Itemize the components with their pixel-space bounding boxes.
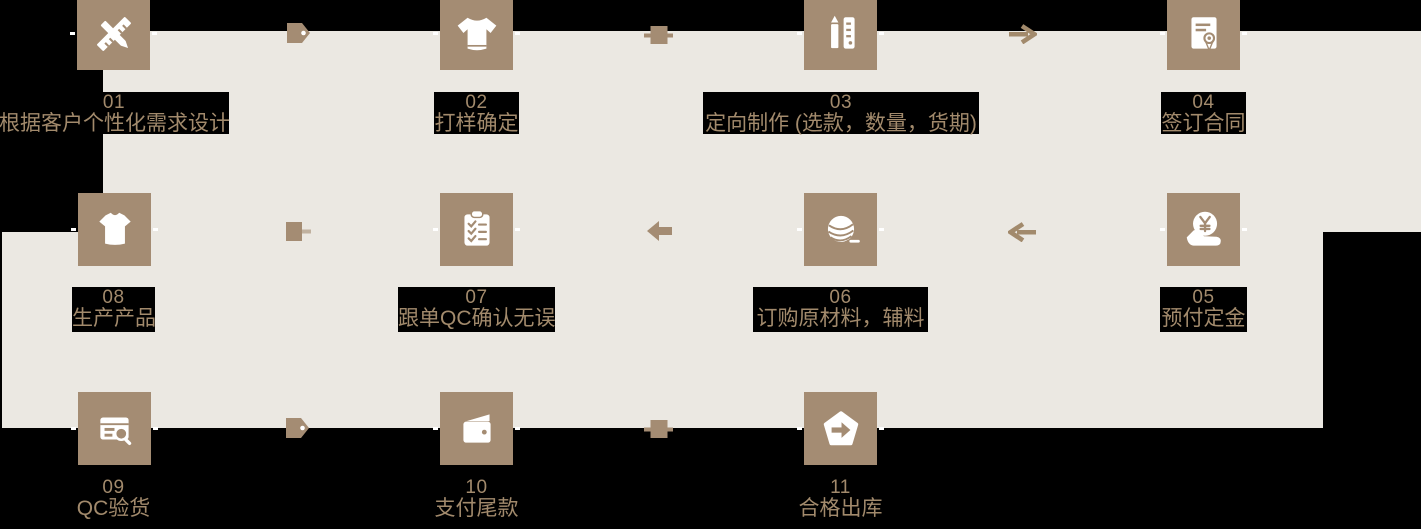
arrow-05-06 <box>1008 222 1036 242</box>
connector-dash <box>70 32 75 35</box>
block-arrow-left-icon <box>286 222 311 241</box>
connector-dash <box>152 32 157 35</box>
arrow-07-08 <box>286 222 311 241</box>
step-label: 订购原材料，辅料 <box>756 307 925 330</box>
step-label: 预付定金 <box>1161 307 1246 330</box>
step-10-tile <box>433 392 520 465</box>
connector-dash <box>153 228 158 231</box>
connector-dash <box>879 32 884 35</box>
connector-dash <box>879 228 884 231</box>
arrow-03-04 <box>1009 24 1037 44</box>
tag-arrow-right-icon <box>287 23 310 43</box>
step-label: 定向制作 (选款，数量，货期) <box>705 112 977 135</box>
arrow-06-07 <box>647 221 673 241</box>
thin-arrow-left-icon <box>1008 222 1036 242</box>
connector-dash <box>515 228 520 231</box>
step-11-tile <box>797 392 884 465</box>
inspection-machine-icon <box>99 417 131 445</box>
connector-dash <box>71 228 76 231</box>
connector-dash <box>433 228 438 231</box>
step-number: 07 <box>465 287 488 308</box>
connector-dash <box>1160 228 1165 231</box>
arrow-09-10 <box>286 417 310 439</box>
sweater-icon <box>457 17 496 50</box>
connector-dash <box>879 427 884 430</box>
connector-dash <box>433 32 438 35</box>
step-02-caption: 02 打样确定 <box>434 92 519 135</box>
step-07-tile <box>433 193 520 266</box>
step-09-tile <box>71 392 158 465</box>
step-03-tile <box>797 0 884 70</box>
step-number: 03 <box>829 92 853 113</box>
tshirt-icon <box>98 212 131 245</box>
connector-dash <box>1160 32 1165 35</box>
connector-dash <box>1242 228 1247 231</box>
step-01-caption: 01 根据客户个性化需求设计 <box>0 92 230 135</box>
step-label: 根据客户个性化需求设计 <box>0 112 230 135</box>
step-number: 05 <box>1192 287 1215 308</box>
knob-arrow-right-icon <box>644 420 673 438</box>
solid-arrow-left-icon <box>647 221 672 241</box>
step-07-caption: 07 跟单QC确认无误 <box>398 287 556 332</box>
yarn-ball-icon <box>827 215 860 244</box>
checklist-clipboard-icon <box>463 209 490 246</box>
connector-dash <box>797 32 802 35</box>
step-10-caption: 10 支付尾款 <box>421 477 532 529</box>
step-label: 合格出库 <box>798 497 883 520</box>
connector-dash <box>515 427 520 430</box>
connector-dash <box>797 427 802 430</box>
knob-arrow-right-icon <box>644 26 673 44</box>
wallet-icon <box>462 413 491 443</box>
step-04-caption: 04 签订合同 <box>1161 92 1246 135</box>
step-03-caption: 03 定向制作 (选款，数量，货期) <box>703 92 979 135</box>
connector-dash <box>433 427 438 430</box>
step-05-caption: 05 预付定金 <box>1160 287 1247 332</box>
outbound-box-icon <box>823 410 858 445</box>
contract-certificate-icon <box>1190 16 1217 52</box>
step-08-tile <box>71 193 158 266</box>
arrow-02-03 <box>644 26 673 44</box>
tag-arrow-right-icon <box>286 418 309 438</box>
step-number: 01 <box>102 92 126 113</box>
step-11-caption: 11 合格出库 <box>785 477 896 529</box>
step-number: 09 <box>102 477 125 498</box>
step-02-tile <box>433 0 520 70</box>
step-number: 04 <box>1192 92 1215 113</box>
step-06-tile <box>797 193 884 266</box>
step-08-caption: 08 生产产品 <box>72 287 156 332</box>
arrow-10-11 <box>644 420 673 438</box>
ruler-pen-cross-icon <box>96 16 131 51</box>
connector-dash <box>71 427 76 430</box>
step-01-tile <box>70 0 157 70</box>
arrow-01-02 <box>287 22 311 44</box>
step-number: 10 <box>465 477 488 498</box>
step-number: 02 <box>465 92 488 113</box>
coin-hand-icon <box>1186 211 1221 246</box>
connector-dash <box>1242 32 1247 35</box>
step-label: 跟单QC确认无误 <box>398 307 556 330</box>
step-label: 支付尾款 <box>434 497 519 520</box>
step-06-caption: 06 订购原材料，辅料 <box>753 287 928 332</box>
step-label: 生产产品 <box>72 307 156 330</box>
thin-arrow-right-icon <box>1009 24 1037 44</box>
step-label: QC验货 <box>76 497 151 520</box>
connector-dash <box>515 32 520 35</box>
flow-band-middle <box>2 232 1323 428</box>
pencil-ruler-icon <box>830 15 855 49</box>
step-number: 08 <box>102 287 125 308</box>
step-label: 签订合同 <box>1161 112 1246 135</box>
connector-dash <box>797 228 802 231</box>
step-09-caption: 09 QC验货 <box>58 477 169 529</box>
step-label: 打样确定 <box>434 112 519 135</box>
step-number: 11 <box>830 477 851 498</box>
connector-dash <box>153 427 158 430</box>
step-04-tile <box>1160 0 1247 70</box>
step-number: 06 <box>829 287 852 308</box>
step-05-tile <box>1160 193 1247 266</box>
